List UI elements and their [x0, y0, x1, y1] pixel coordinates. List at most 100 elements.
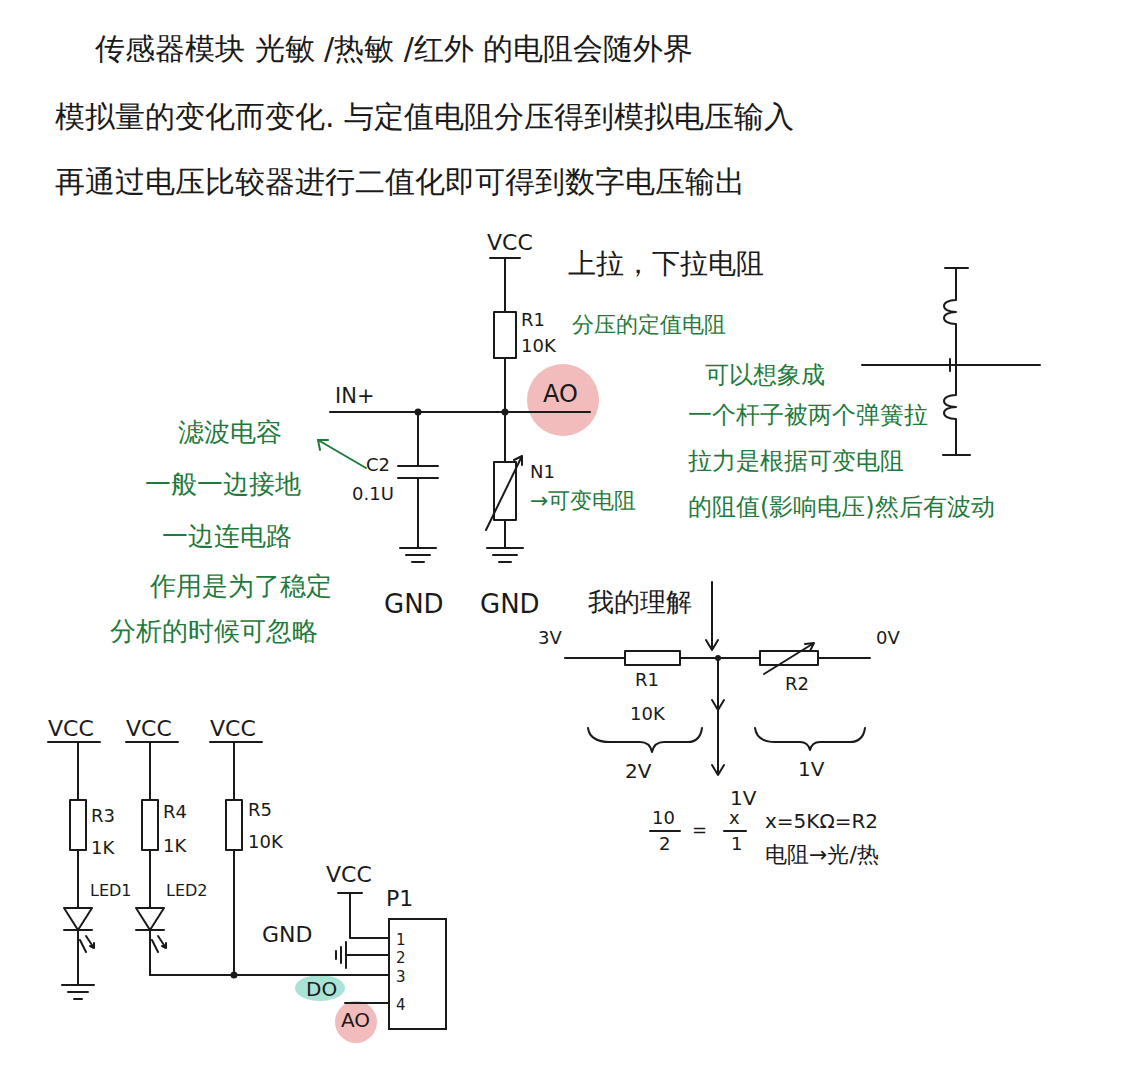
part-name: LED1	[90, 882, 132, 900]
wire	[565, 657, 625, 659]
resistor-symbol	[70, 800, 86, 850]
annotation: 分压的定值电阻	[572, 312, 726, 337]
annotation: 滤波电容	[178, 418, 282, 448]
signal-name: IN+	[335, 384, 375, 408]
led-symbol	[136, 850, 164, 975]
capacitor-symbol	[398, 412, 438, 548]
wire	[233, 850, 235, 975]
wire	[48, 742, 100, 800]
annotation: 一边连电路	[162, 522, 292, 552]
part-value: 1K	[91, 838, 114, 859]
ground-symbol	[336, 942, 388, 968]
part-name: R2	[785, 674, 809, 695]
wire	[345, 1002, 388, 1004]
part-name: LED2	[166, 882, 208, 900]
light-arrows	[152, 936, 166, 952]
annotation: 可以想象成	[705, 362, 825, 390]
wire	[504, 520, 506, 548]
part-name: N1	[530, 462, 555, 483]
annotation: 的阻值(影响电压)然后有波动	[688, 494, 995, 522]
part-value: 10K	[630, 704, 665, 725]
variable-arrow	[486, 456, 522, 530]
resistor-symbol	[625, 651, 680, 665]
resistor-symbol	[142, 800, 158, 850]
part-name: R3	[91, 806, 115, 827]
annotation: 一个杆子被两个弹簧拉	[688, 402, 928, 430]
net-name: GND	[480, 590, 540, 620]
voltage-value: 0V	[876, 628, 900, 649]
wire	[126, 742, 178, 800]
highlight	[295, 975, 345, 1001]
note: 电阻→光/热	[765, 842, 879, 867]
note-line: 模拟量的变化而变化. 与定值电阻分压得到模拟电压输入	[55, 100, 794, 135]
ground-symbol	[400, 548, 436, 562]
led-symbol	[64, 850, 92, 985]
resistor-symbol	[494, 312, 516, 358]
spring-sketch	[943, 268, 970, 455]
part-value: 10K	[248, 832, 283, 853]
note: 我的理解	[588, 588, 692, 618]
annotation: 分析的时候可忽略	[110, 617, 318, 647]
annotation: 一般一边接地	[145, 470, 301, 500]
equation-part: 2	[659, 834, 670, 855]
annotation: 作用是为了稳定	[150, 572, 332, 602]
highlight	[527, 364, 599, 436]
net-name: GND	[384, 590, 444, 620]
voltage-value: 1V	[730, 787, 756, 810]
wire	[818, 657, 870, 659]
signal-name: AO	[543, 381, 578, 409]
highlight	[335, 1001, 377, 1043]
equation-part: 10	[652, 808, 675, 829]
arrow	[706, 582, 718, 650]
wire	[490, 258, 520, 312]
pin-number: 2	[396, 950, 406, 967]
junction-dot	[715, 655, 721, 661]
signal-name: AO	[341, 1009, 370, 1032]
junction-dot	[415, 409, 422, 416]
connector-box: P11234	[388, 918, 447, 1030]
wire	[338, 893, 388, 938]
equation-part: 1	[731, 834, 742, 855]
note-line: 再通过电压比较器进行二值化即可得到数字电压输出	[55, 165, 745, 200]
light-arrows	[80, 936, 94, 952]
equation-part: =	[692, 820, 707, 841]
signal-name: DO	[306, 978, 337, 1001]
variable-arrow	[764, 643, 814, 674]
part-name: R4	[163, 802, 187, 823]
brace	[588, 728, 702, 752]
net-name: VCC	[126, 716, 172, 741]
part-name: R1	[635, 670, 659, 691]
part-value: 1K	[163, 836, 186, 857]
equation-part: x	[729, 808, 740, 829]
net-name: GND	[262, 922, 312, 947]
net-name: VCC	[48, 716, 94, 741]
annotation: 拉力是根据可变电阻	[688, 448, 904, 476]
wire	[150, 974, 388, 976]
part-name: P1	[386, 886, 413, 911]
part-value: 10K	[521, 336, 556, 357]
note-line: 传感器模块 光敏 /热敏 /红外 的电阻会随外界	[95, 32, 693, 67]
pin-number: 1	[396, 932, 406, 949]
net-name: VCC	[487, 230, 533, 255]
ground-symbol	[62, 985, 94, 999]
junction-dot	[231, 972, 238, 979]
brace	[755, 728, 865, 750]
net-name: VCC	[210, 716, 256, 741]
annotation: →可变电阻	[530, 488, 636, 513]
voltage-value: 1V	[798, 758, 824, 781]
rod-sketch	[862, 359, 1040, 371]
voltage-value: 3V	[538, 628, 562, 649]
leader-line	[318, 440, 366, 468]
pin-number: 4	[396, 997, 406, 1014]
net-name: VCC	[326, 862, 372, 887]
pin-number: 3	[396, 969, 406, 986]
equation: x=5KΩ=R2	[765, 810, 878, 833]
part-value: 0.1U	[352, 484, 394, 505]
resistor-symbol	[226, 800, 242, 850]
wire	[210, 742, 262, 800]
part-name: C2	[366, 455, 390, 476]
ground-symbol	[487, 548, 523, 562]
part-name: R5	[248, 800, 272, 821]
note: 上拉，下拉电阻	[568, 248, 764, 280]
arrow	[712, 660, 724, 775]
